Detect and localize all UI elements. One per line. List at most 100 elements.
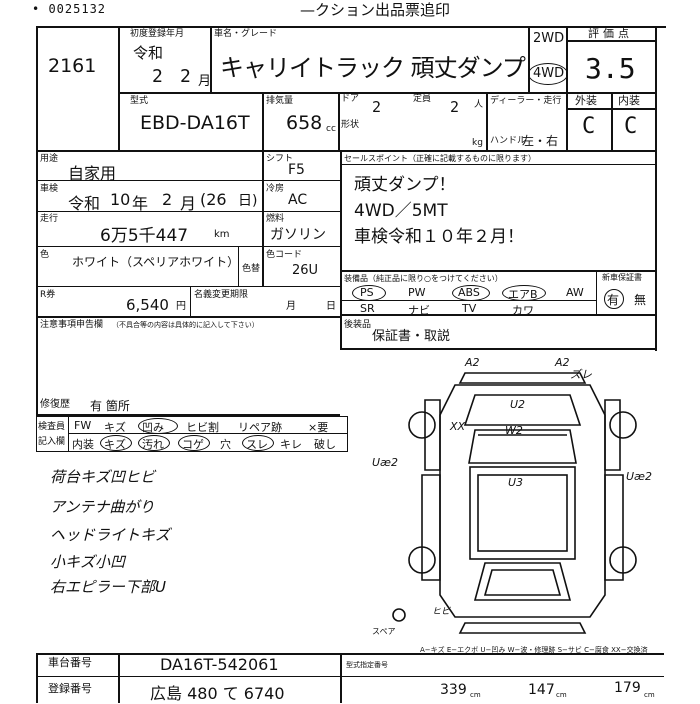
- legend-hekomi-circle: [138, 418, 178, 434]
- divider: [36, 316, 340, 318]
- chassis-label: 車台番号: [48, 656, 92, 669]
- legend-kizu: キズ: [104, 421, 126, 434]
- interior-label: 内装: [618, 94, 640, 107]
- dimension-length-unit: cm: [470, 691, 481, 699]
- model-label: 型式: [130, 96, 149, 106]
- diagram-mark-zure: ズレ: [570, 368, 592, 381]
- sales-point-1: 頑丈ダンプ！: [354, 175, 456, 195]
- divider: [36, 286, 340, 287]
- meikihenko-month: 月: [286, 301, 296, 312]
- recycle-unit: 円: [176, 301, 186, 312]
- equip-kawa: カワ: [512, 304, 534, 317]
- divider: [262, 150, 264, 286]
- mileage-value: 6万5千447: [100, 226, 189, 246]
- inspection-month-unit: 月: [180, 194, 197, 213]
- divider: [118, 653, 120, 703]
- warranty-yes: 有: [607, 293, 620, 307]
- dimension-height: 179: [614, 680, 641, 696]
- plate-label: 登録番号: [48, 682, 92, 695]
- divider: [596, 270, 597, 314]
- divider: [36, 150, 656, 152]
- model-value: EBD-DA16T: [140, 112, 250, 134]
- diagram-mark-a2-right: A2: [555, 356, 570, 369]
- legend-cross: ×要: [308, 421, 329, 434]
- equip-tv: TV: [462, 302, 477, 315]
- post-equip-value: 保証書・取説: [372, 329, 451, 344]
- post-equip-label: 後装品: [344, 320, 372, 330]
- equip-navi: ナビ: [408, 304, 430, 317]
- diagram-mark-a2-left: A2: [465, 356, 480, 369]
- sales-point-3: 車検令和１０年２月！: [354, 227, 524, 247]
- color-value: ホワイト（スペリアホワイト）: [72, 255, 240, 269]
- first-reg-year: 2: [152, 66, 163, 87]
- legend-label-top: 検査員: [38, 422, 66, 432]
- inspection-label: 車検: [40, 184, 59, 194]
- warranty-yes-circle: [604, 289, 624, 309]
- divider: [338, 92, 340, 150]
- recycle-label: R券: [40, 290, 56, 300]
- shift-value: F5: [288, 162, 305, 178]
- inspection-day: (26: [200, 190, 227, 209]
- dimension-width: 147: [528, 682, 555, 698]
- divider: [262, 92, 264, 150]
- divider: [528, 26, 530, 92]
- header-fragment: • 0025132: [32, 2, 107, 16]
- code-legend: A−キズ E−エクボ U−凹み W−波・修理跡 S−サビ C−腐食 XX−交換済: [420, 646, 648, 654]
- legend-sure-circle: [242, 435, 274, 451]
- legend-koge: コゲ: [182, 438, 204, 451]
- dimensions-label: 型式指定番号: [346, 661, 388, 669]
- dimension-width-unit: cm: [556, 691, 567, 699]
- legend-naiso: 内装: [72, 438, 94, 451]
- divider: [36, 246, 340, 247]
- divider: [566, 26, 568, 150]
- note-3: ヘッドライトキズ: [50, 526, 171, 544]
- legend-fw: FW: [74, 419, 92, 432]
- legend-yabure: 破し: [314, 438, 336, 451]
- doors-value: 2: [372, 98, 382, 116]
- divider: [566, 40, 656, 42]
- shape-label: 形状: [341, 120, 360, 130]
- chassis-value: DA16T-542061: [160, 655, 279, 674]
- frame-top: [36, 26, 666, 28]
- doors-label: ドア: [341, 94, 360, 104]
- divider: [36, 211, 340, 212]
- warranty-no: 無: [634, 293, 647, 307]
- frame-right: [655, 26, 657, 351]
- diagram-mark-w2: W2: [505, 424, 523, 437]
- equip-sr: SR: [360, 302, 375, 315]
- plate-value: 広島 480 て 6740: [150, 684, 285, 703]
- divider: [486, 92, 488, 150]
- meikihenko-label: 名義変更期限: [194, 290, 249, 300]
- drive-4wd: 4WD: [533, 66, 565, 81]
- divider: [36, 414, 340, 416]
- note-2: アンテナ曲がり: [50, 498, 155, 516]
- divider: [611, 92, 613, 150]
- dimension-length: 339: [440, 682, 467, 698]
- divider: [36, 653, 664, 655]
- divider: [118, 92, 656, 94]
- divider: [190, 286, 191, 316]
- usage-label: 用途: [40, 154, 59, 164]
- divider: [68, 416, 69, 452]
- legend-yogore-circle: [138, 435, 170, 451]
- sales-point-2: 4WD／5MT: [354, 201, 448, 221]
- color-label: 色: [40, 250, 50, 260]
- legend-repair: リペア跡: [238, 421, 282, 434]
- diagram-mark-xx: XX: [450, 420, 466, 433]
- handle-label: ハンドル: [490, 136, 527, 146]
- first-reg-month: 2: [180, 66, 191, 87]
- mileage-unit: km: [214, 229, 230, 240]
- displacement-unit: cc: [326, 124, 336, 134]
- fuel-value: ガソリン: [270, 227, 326, 243]
- divider: [238, 246, 239, 286]
- fuel-label: 燃料: [266, 214, 285, 224]
- load-unit: kg: [472, 138, 483, 148]
- divider: [340, 150, 342, 350]
- displacement-label: 排気量: [266, 96, 294, 106]
- header-title: —クション出品票追印: [300, 1, 451, 19]
- first-reg-label: 初度登録年月: [130, 29, 185, 39]
- capacity-value: 2: [450, 98, 460, 116]
- inspection-year: 10: [110, 190, 131, 209]
- legend-yogore: 汚れ: [142, 438, 164, 451]
- car-name-label: 車名・グレード: [214, 29, 278, 39]
